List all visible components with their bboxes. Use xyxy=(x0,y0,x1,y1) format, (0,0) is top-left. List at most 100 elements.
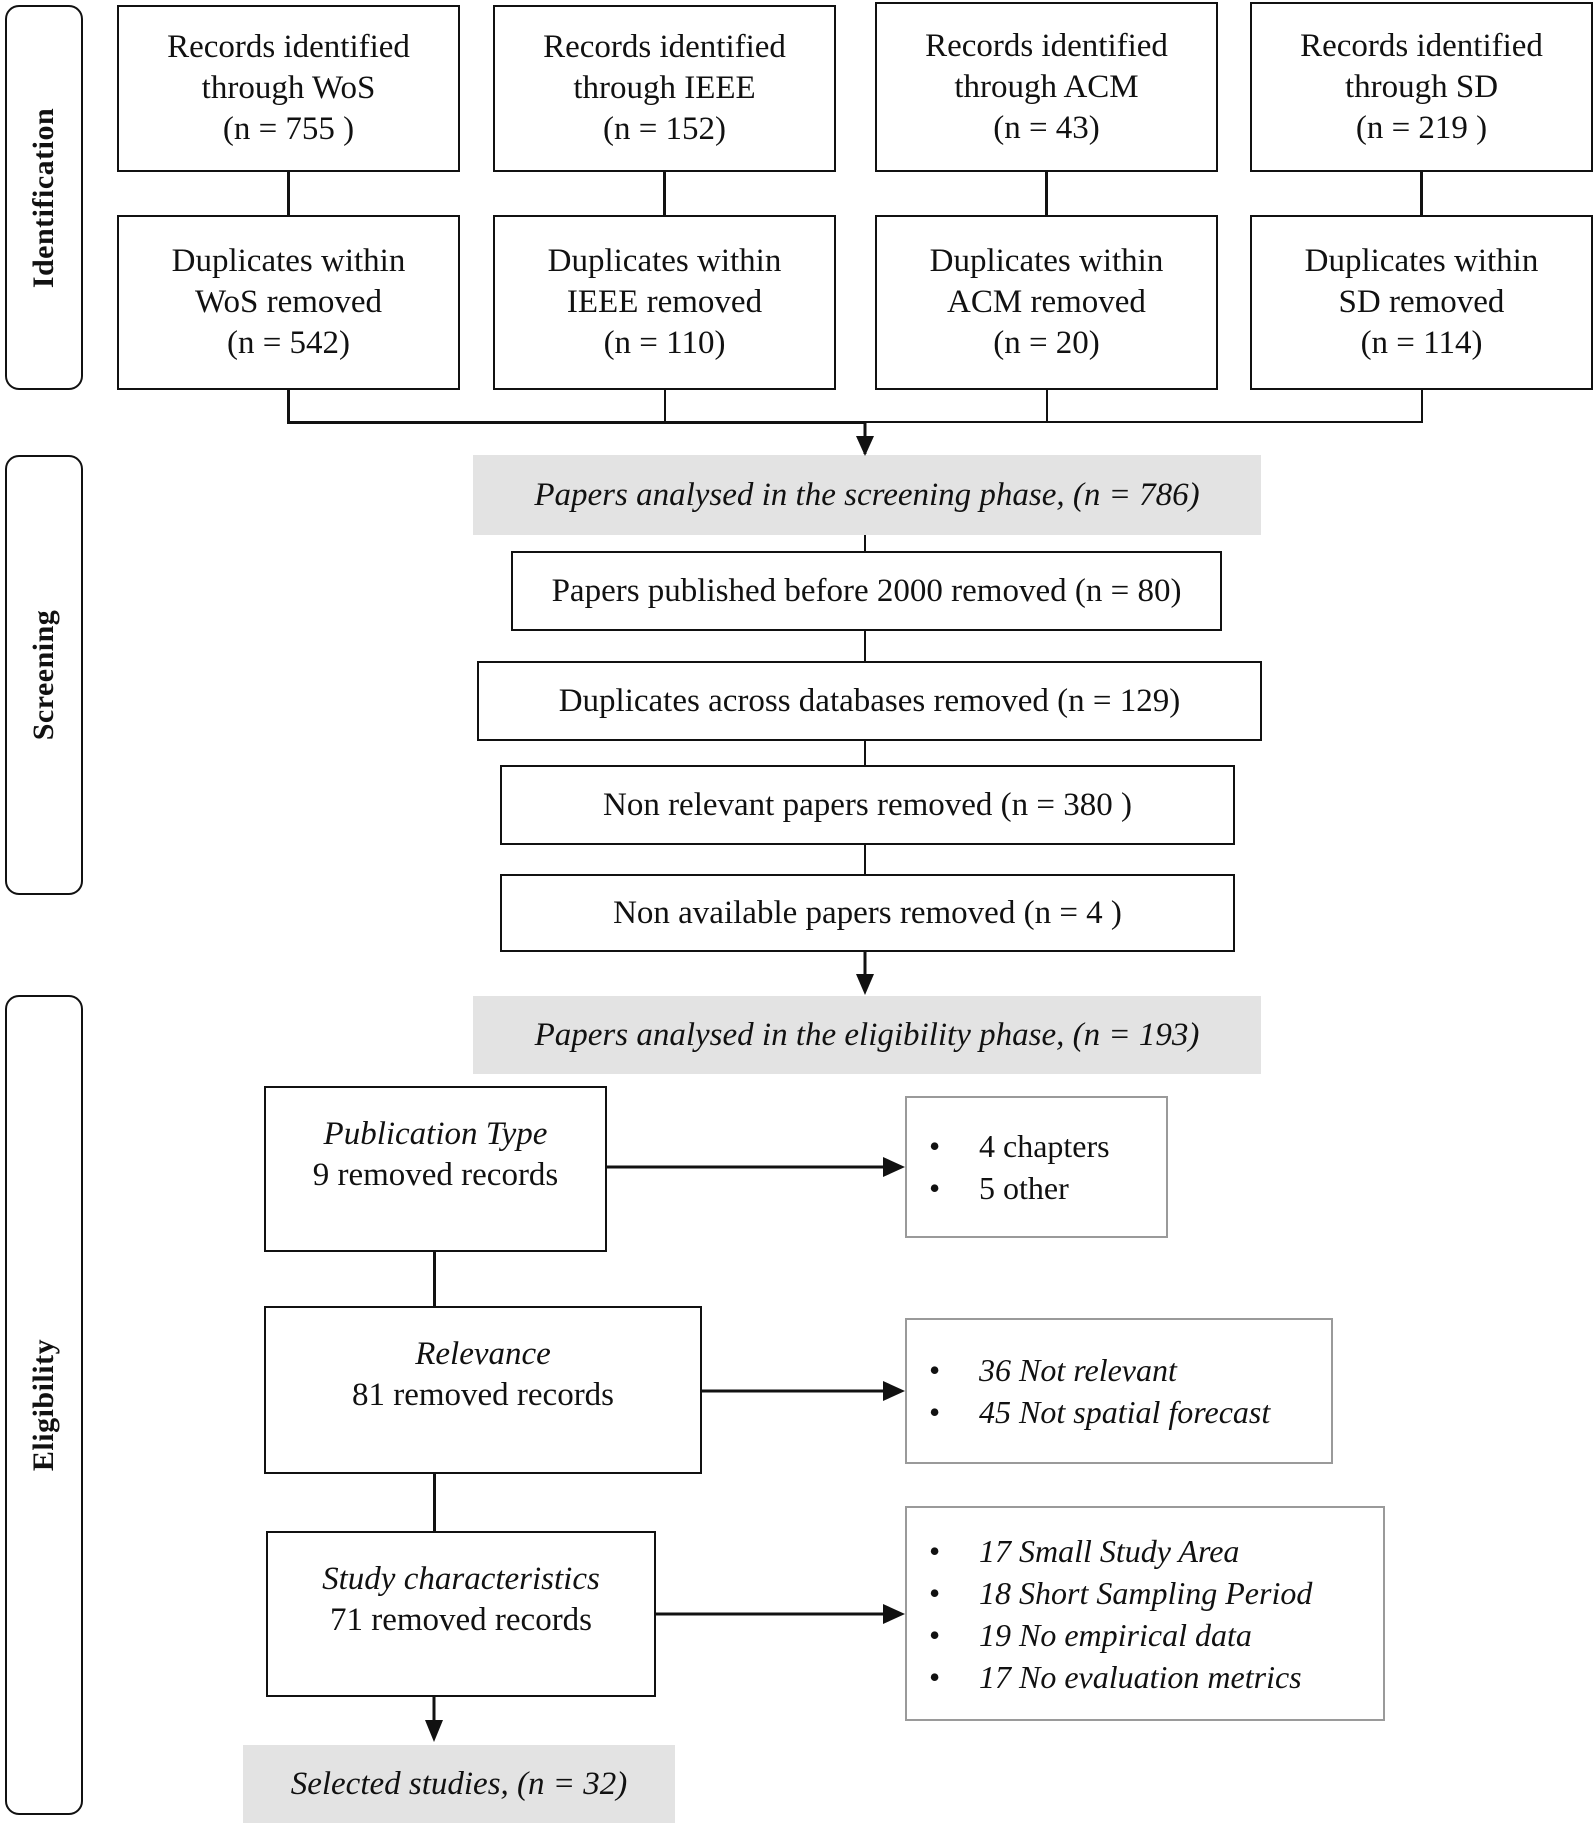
list-item: • 18 Short Sampling Period xyxy=(929,1572,1383,1614)
criterion-removed: 9 removed records xyxy=(312,1157,559,1193)
duplicates-box-ieee: Duplicates within IEEE removed (n = 110) xyxy=(493,215,836,390)
source-box-count: (n = 152) xyxy=(602,111,727,147)
list-item: • 4 chapters xyxy=(929,1125,1166,1167)
duplicates-box-line: WoS removed xyxy=(194,284,383,320)
source-box-line: through ACM xyxy=(954,68,1139,105)
bullet-icon: • xyxy=(929,1128,941,1164)
source-box-acm: Records identified through ACM (n = 43) xyxy=(875,2,1218,172)
reason-text: 5 other xyxy=(979,1170,1069,1206)
source-box-line: through IEEE xyxy=(573,70,756,106)
criterion-removed: 81 removed records xyxy=(351,1377,615,1413)
screening-step-text: Duplicates across databases removed (n =… xyxy=(558,682,1181,719)
source-box-line: Records identified xyxy=(543,29,786,65)
screening-step-box: Papers published before 2000 removed (n … xyxy=(511,551,1222,631)
bullet-icon: • xyxy=(929,1616,941,1653)
list-item: • 45 Not spatial forecast xyxy=(929,1391,1331,1433)
arrow-head-to-screening xyxy=(856,436,874,456)
duplicates-box-count: (n = 20) xyxy=(993,325,1100,361)
connector-line xyxy=(287,421,865,424)
source-box-line: Records identified xyxy=(167,29,410,65)
criterion-removed: 71 removed records xyxy=(329,1602,593,1638)
duplicates-box-count: (n = 114) xyxy=(1360,325,1483,361)
screening-step-box: Non relevant papers removed (n = 380 ) xyxy=(500,765,1235,845)
arrow-head-study-characteristics xyxy=(883,1604,905,1624)
reason-text: 45 Not spatial forecast xyxy=(979,1394,1271,1430)
bullet-icon: • xyxy=(929,1574,941,1611)
arrow-head-to-selected xyxy=(425,1720,443,1742)
phase-screening: Screening xyxy=(5,455,83,895)
criterion-box-study-characteristics: Study characteristics 71 removed records xyxy=(266,1531,656,1697)
connector-line xyxy=(287,390,290,423)
connector-line xyxy=(864,631,866,661)
source-box-line: Records identified xyxy=(1300,27,1543,64)
screening-step-text: Papers published before 2000 removed (n … xyxy=(551,572,1182,609)
duplicates-box-acm: Duplicates within ACM removed (n = 20) xyxy=(875,215,1218,390)
arrow-head-relevance xyxy=(883,1381,905,1401)
duplicates-box-count: (n = 542) xyxy=(226,325,351,361)
list-item: •17 No evaluation metrics xyxy=(929,1656,1383,1698)
eligibility-analysed-box: Papers analysed in the eligibility phase… xyxy=(473,996,1261,1074)
screening-analysed-text: Papers analysed in the screening phase, … xyxy=(534,476,1200,513)
connector-line xyxy=(865,421,1423,423)
connector-line xyxy=(664,390,666,422)
list-item: • 17 Small Study Area xyxy=(929,1530,1383,1572)
phase-identification: Identification xyxy=(5,5,83,390)
reason-text: 4 chapters xyxy=(979,1128,1110,1164)
connector-line xyxy=(864,845,866,874)
bullet-icon: • xyxy=(929,1352,941,1388)
reasons-list-publication-type: • 4 chapters • 5 other xyxy=(905,1096,1168,1238)
selected-studies-box: Selected studies, (n = 32) xyxy=(243,1745,675,1823)
screening-analysed-box: Papers analysed in the screening phase, … xyxy=(473,455,1261,535)
source-box-wos: Records identified through WoS (n = 755 … xyxy=(117,5,460,172)
bullet-icon: • xyxy=(929,1170,941,1206)
list-item: • 5 other xyxy=(929,1167,1166,1209)
reason-text: 17 Small Study Area xyxy=(979,1532,1240,1569)
criterion-box-publication-type: Publication Type 9 removed records xyxy=(264,1086,607,1252)
duplicates-box-count: (n = 110) xyxy=(603,325,726,361)
duplicates-box-line: SD removed xyxy=(1338,284,1505,320)
reason-text: 36 Not relevant xyxy=(979,1352,1177,1388)
connector-line xyxy=(433,1474,436,1531)
connector-line xyxy=(1046,390,1048,422)
source-box-count: (n = 755 ) xyxy=(222,111,355,147)
source-box-line: through SD xyxy=(1344,68,1499,105)
bullet-icon: • xyxy=(929,1532,941,1569)
duplicates-box-line: Duplicates within xyxy=(929,243,1164,279)
connector-line xyxy=(1045,172,1048,215)
reasons-list-relevance: • 36 Not relevant • 45 Not spatial forecas… xyxy=(905,1318,1333,1464)
selected-studies-text: Selected studies, (n = 32) xyxy=(290,1765,628,1802)
arrow-head-to-eligibility xyxy=(856,974,874,995)
connector-line xyxy=(1420,172,1423,215)
duplicates-box-line: Duplicates within xyxy=(171,243,406,279)
source-box-sd: Records identified through SD (n = 219 ) xyxy=(1250,2,1593,172)
phase-eligibility: Eligibility xyxy=(5,995,83,1815)
screening-step-box: Duplicates across databases removed (n =… xyxy=(477,661,1262,741)
duplicates-box-line: Duplicates within xyxy=(547,243,782,279)
source-box-line: Records identified xyxy=(925,27,1168,64)
duplicates-box-line: IEEE removed xyxy=(566,284,763,320)
list-item: • 19 No empirical data xyxy=(929,1614,1383,1656)
duplicates-box-line: Duplicates within xyxy=(1304,243,1539,279)
connector-line xyxy=(864,741,866,765)
list-item: • 36 Not relevant xyxy=(929,1349,1331,1391)
duplicates-box-sd: Duplicates within SD removed (n = 114) xyxy=(1250,215,1593,390)
connector-line xyxy=(287,172,290,215)
source-box-ieee: Records identified through IEEE (n = 152… xyxy=(493,5,836,172)
arrow-head-publication-type xyxy=(883,1157,905,1177)
eligibility-analysed-text: Papers analysed in the eligibility phase… xyxy=(534,1016,1200,1053)
reason-text: 17 No evaluation metrics xyxy=(979,1658,1302,1695)
screening-step-box: Non available papers removed (n = 4 ) xyxy=(500,874,1235,952)
duplicates-box-line: ACM removed xyxy=(947,284,1146,320)
screening-step-text: Non relevant papers removed (n = 380 ) xyxy=(602,786,1132,823)
reason-text: 18 Short Sampling Period xyxy=(979,1574,1313,1611)
criterion-title: Study characteristics xyxy=(322,1561,600,1597)
source-box-line: through WoS xyxy=(201,70,376,106)
bullet-icon: • xyxy=(929,1394,941,1430)
reason-text: 19 No empirical data xyxy=(979,1616,1252,1653)
source-box-count: (n = 43) xyxy=(993,109,1100,146)
reasons-list-study-characteristics: • 17 Small Study Area • 18 Short Sampling … xyxy=(905,1506,1385,1721)
connector-line xyxy=(1421,390,1423,422)
connector-line xyxy=(433,1252,436,1306)
